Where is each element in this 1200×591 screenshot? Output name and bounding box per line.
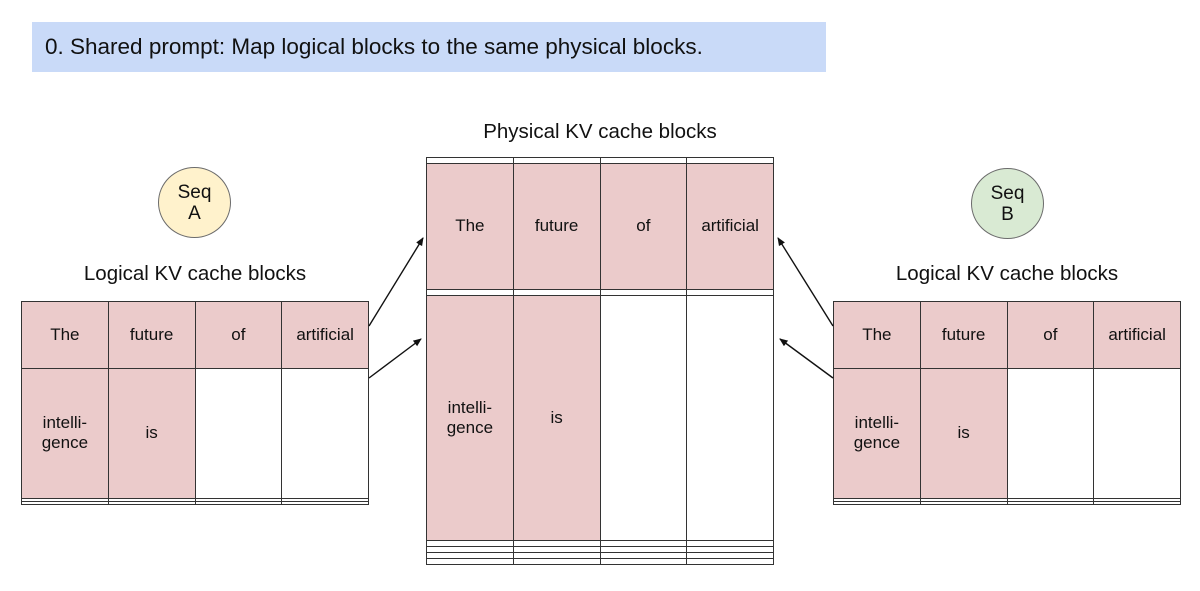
logical-blocks-a-title: Logical KV cache blocks xyxy=(83,262,307,285)
arrow-seqB-block1-icon xyxy=(779,338,834,379)
kv-empty-cell xyxy=(686,540,774,548)
kv-empty-cell xyxy=(599,558,688,565)
kv-empty-cell xyxy=(833,500,921,505)
kv-token-cell: intelli-gence xyxy=(833,367,921,499)
kv-empty-cell xyxy=(1093,367,1181,499)
kv-empty-cell xyxy=(686,294,774,542)
sequence-a-badge: Seq A xyxy=(158,167,231,238)
kv-empty-cell xyxy=(281,367,369,499)
kv-token-cell: future xyxy=(512,162,601,290)
kv-token-cell: intelli-gence xyxy=(426,294,514,542)
step-banner-text: 0. Shared prompt: Map logical blocks to … xyxy=(45,34,703,59)
kv-token-cell: of xyxy=(194,301,283,369)
kv-token-cell: of xyxy=(1006,301,1095,369)
kv-token-cell: is xyxy=(919,367,1008,499)
kv-empty-cell xyxy=(686,558,774,565)
sequence-a-label-line1: Seq xyxy=(177,181,212,203)
kv-empty-cell xyxy=(919,500,1008,505)
kv-empty-cell xyxy=(281,500,369,505)
kv-empty-cell xyxy=(1093,497,1181,502)
kv-token-cell: The xyxy=(833,301,921,369)
kv-token-cell: artificial xyxy=(1093,301,1181,369)
kv-empty-cell xyxy=(512,558,601,565)
kv-empty-cell xyxy=(21,500,109,505)
kv-token-cell: artificial xyxy=(281,301,369,369)
kv-block-row xyxy=(426,558,774,565)
kv-empty-cell xyxy=(426,558,514,565)
kv-block-row xyxy=(21,500,369,505)
kv-empty-cell xyxy=(194,367,283,499)
sequence-a-label-line2: A xyxy=(188,202,201,224)
arrow-seqA-block0-icon xyxy=(368,237,424,327)
kv-empty-cell xyxy=(686,546,774,554)
kv-empty-cell xyxy=(21,497,109,502)
arrow-seqB-block0-icon xyxy=(777,237,834,327)
sequence-b-label-line2: B xyxy=(1001,203,1014,225)
kv-token-cell: future xyxy=(107,301,196,369)
kv-token-cell: future xyxy=(919,301,1008,369)
kv-block-row xyxy=(426,546,774,554)
kv-block-row xyxy=(426,540,774,548)
sequence-b-label-line1: Seq xyxy=(990,182,1025,204)
arrow-seqA-block1-icon xyxy=(368,338,422,379)
kv-token-cell: The xyxy=(426,162,514,290)
kv-block-row xyxy=(833,497,1181,502)
sequence-b-badge: Seq B xyxy=(971,168,1044,239)
kv-token-cell: of xyxy=(599,162,688,290)
kv-empty-cell xyxy=(281,497,369,502)
kv-token-cell: is xyxy=(512,294,601,542)
kv-block-row xyxy=(833,500,1181,505)
physical-blocks-title: Physical KV cache blocks xyxy=(483,120,717,143)
kv-empty-cell xyxy=(194,500,283,505)
kv-empty-cell xyxy=(107,500,196,505)
kv-token-cell: is xyxy=(107,367,196,499)
kv-block-row xyxy=(21,497,369,502)
kv-token-cell: artificial xyxy=(686,162,774,290)
step-banner: 0. Shared prompt: Map logical blocks to … xyxy=(32,22,826,72)
kv-token-cell: intelli-gence xyxy=(21,367,109,499)
logical-blocks-b-title: Logical KV cache blocks xyxy=(895,262,1119,285)
kv-empty-cell xyxy=(1006,500,1095,505)
kv-empty-cell xyxy=(1006,367,1095,499)
kv-empty-cell xyxy=(599,294,688,542)
kv-empty-cell xyxy=(1093,500,1181,505)
kv-token-cell: The xyxy=(21,301,109,369)
